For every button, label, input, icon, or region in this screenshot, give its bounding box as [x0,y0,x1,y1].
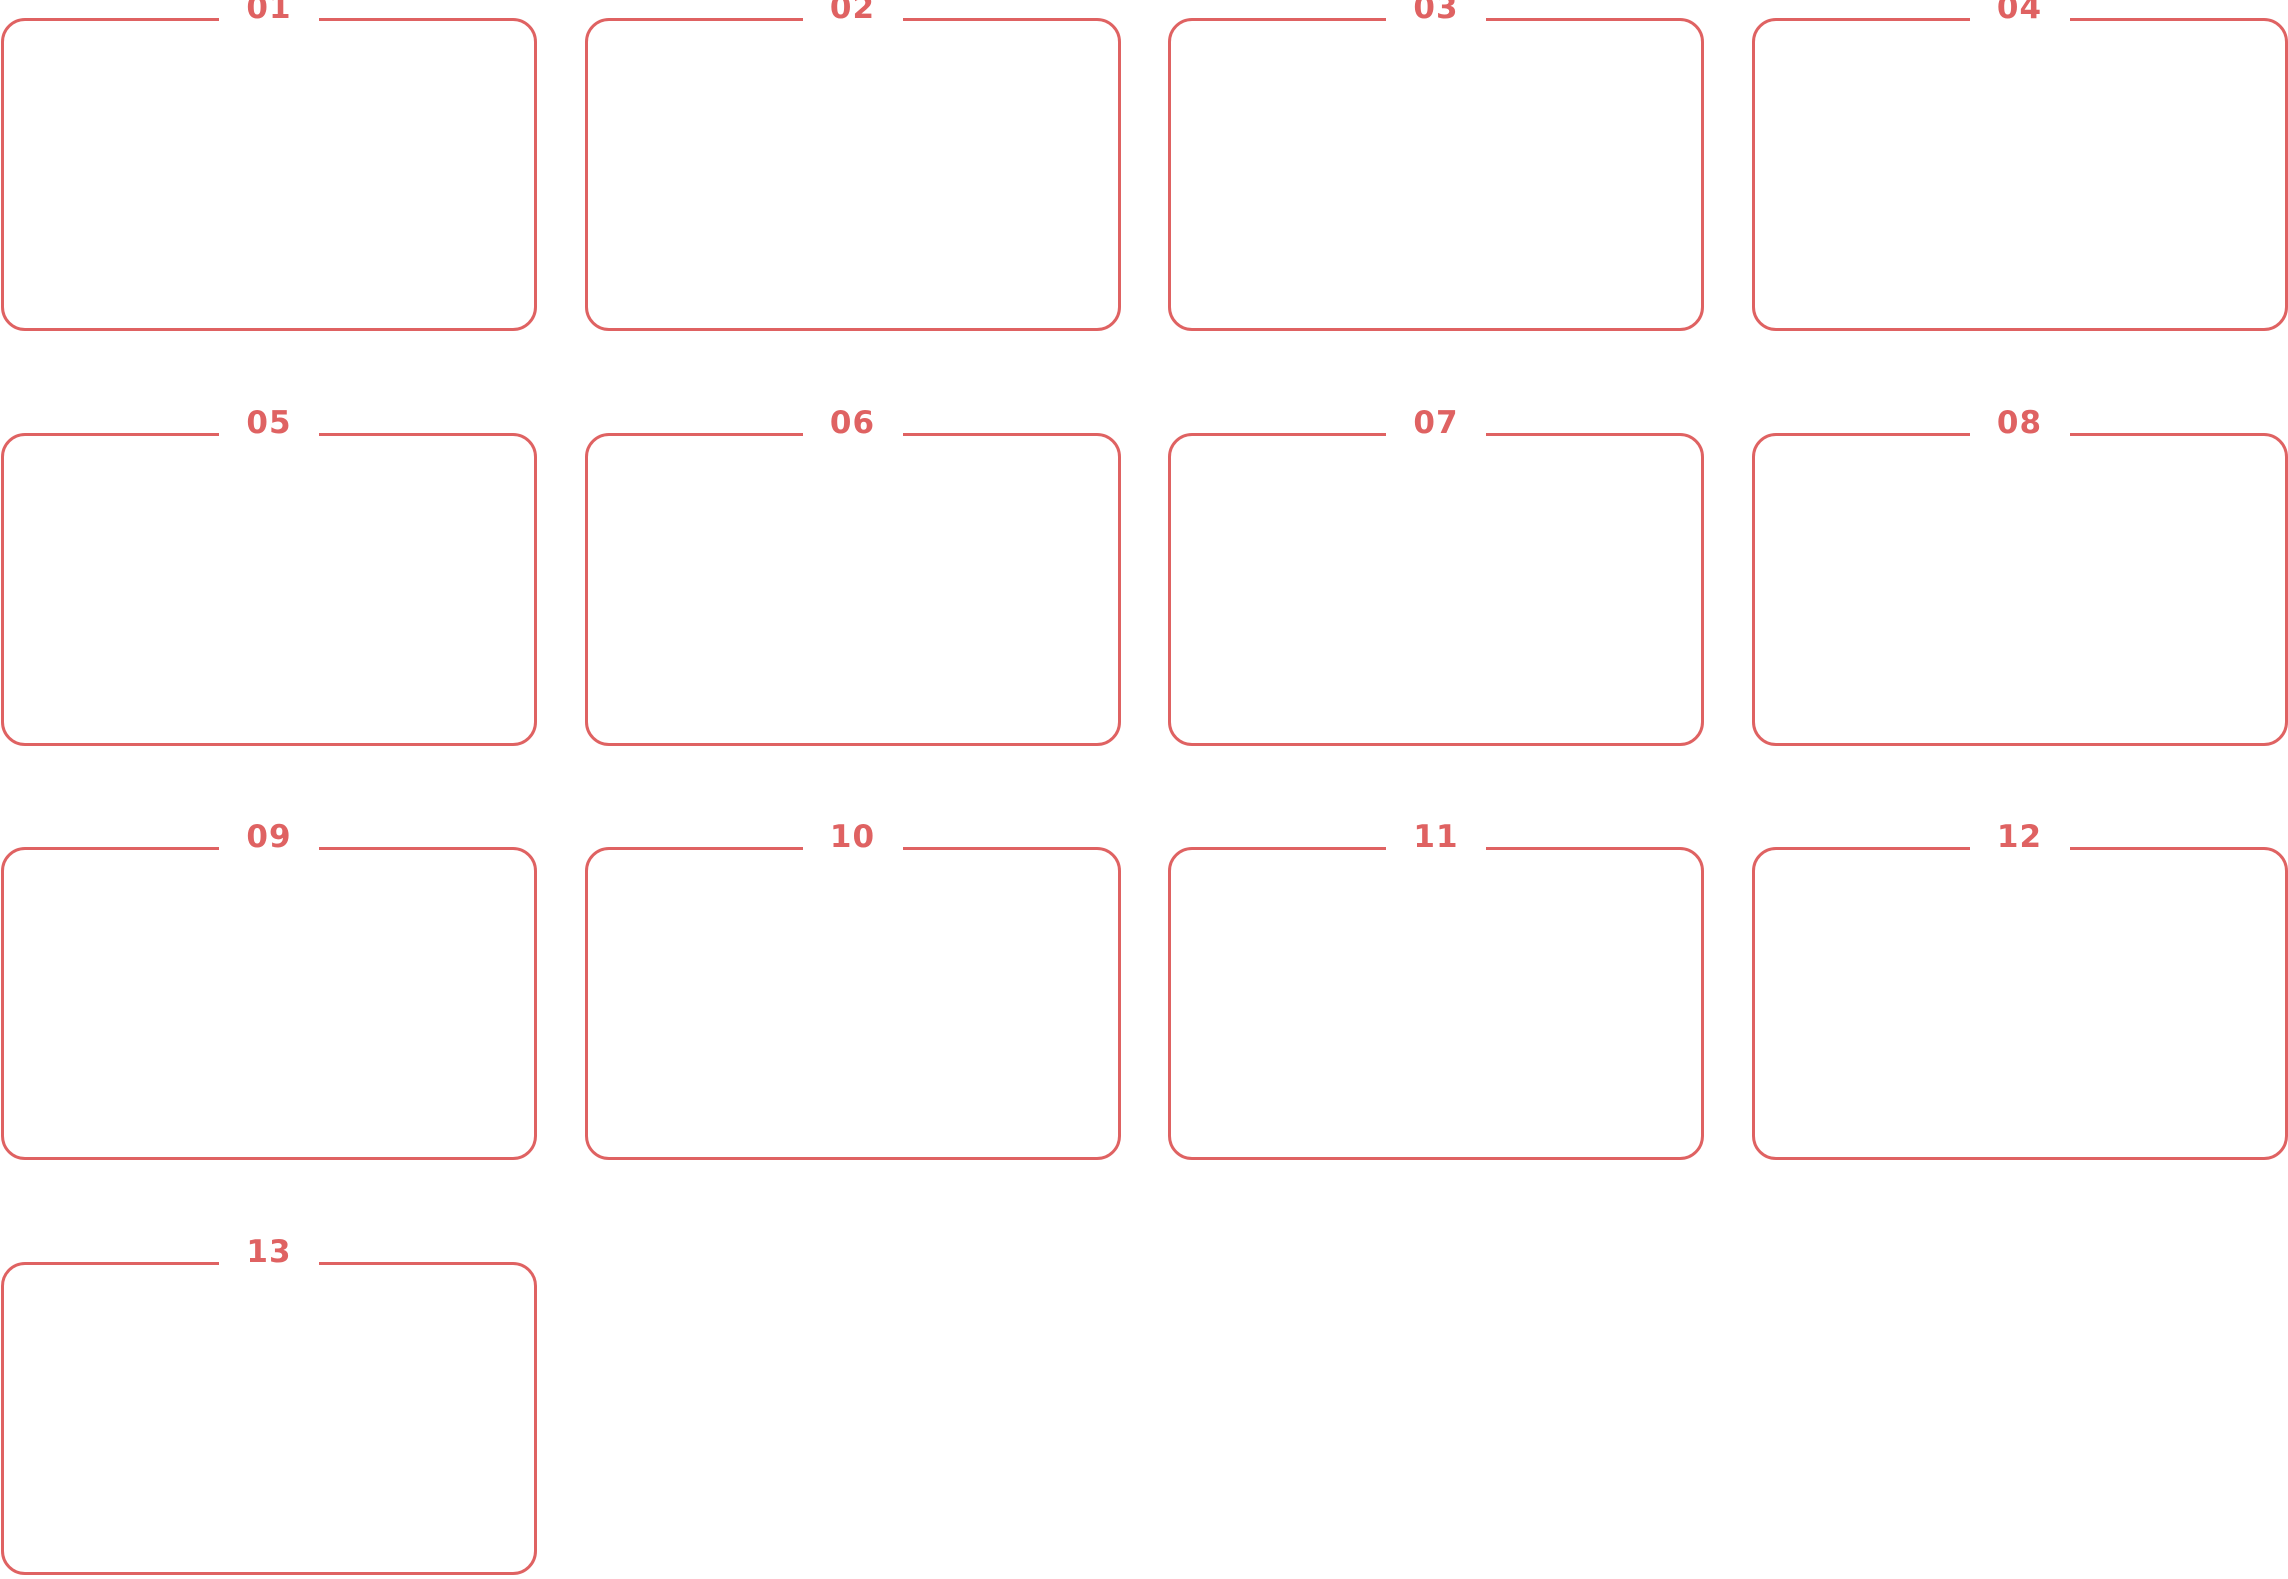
frame-02: 02 [584,0,1121,331]
frame-07: 07 [1168,406,1704,746]
frame-06: 06 [584,406,1121,746]
frame-08: 08 [1751,406,2288,746]
frame-01: 01 [1,0,537,331]
frame-09: 09 [1,820,537,1160]
frame-number: 05 [246,404,292,441]
frame-number: 01 [246,0,292,26]
frame-number: 02 [829,0,876,26]
frame-number: 09 [246,819,292,855]
frame-number: 10 [829,819,876,855]
frame-10: 10 [584,820,1121,1160]
frame-number: 13 [246,1233,292,1270]
frame-04: 04 [1751,0,2288,331]
frame-number: 12 [1996,819,2043,855]
frame-number: 03 [1413,0,1459,26]
frame-number: 08 [1996,404,2043,441]
frame-11: 11 [1168,820,1704,1160]
frame-number: 11 [1413,819,1459,855]
frame-number: 04 [1996,0,2043,26]
frame-13: 13 [1,1235,537,1575]
frame-number: 06 [829,404,876,441]
frame-05: 05 [1,406,537,746]
frame-number: 07 [1413,404,1459,441]
frame-12: 12 [1751,820,2288,1160]
frame-03: 03 [1168,0,1704,331]
